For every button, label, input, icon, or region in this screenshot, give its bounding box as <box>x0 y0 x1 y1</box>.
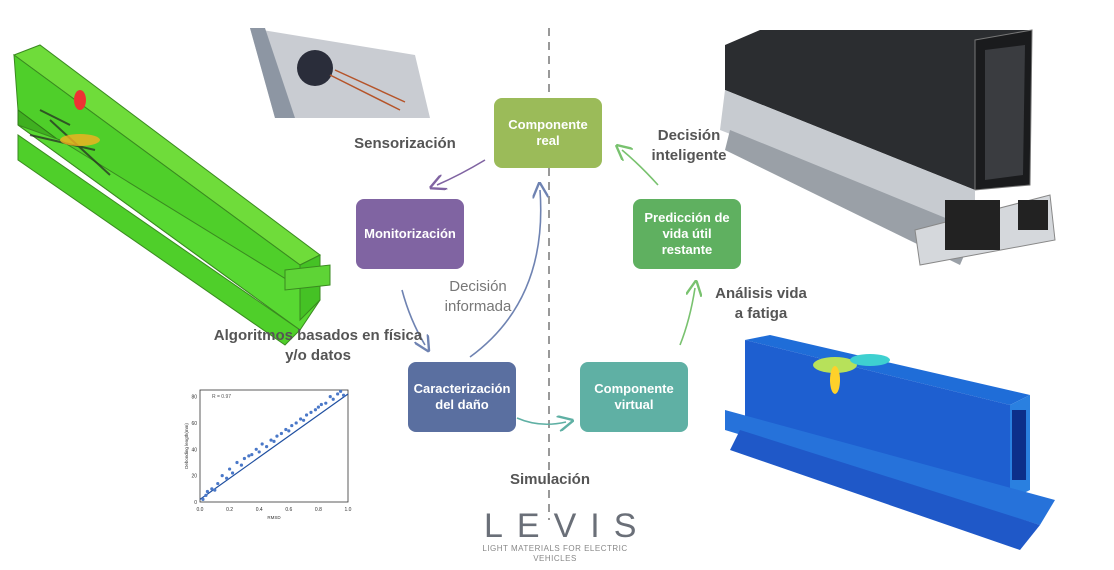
scatter-point <box>287 429 291 433</box>
r-annotation: R = 0.97 <box>212 394 231 400</box>
scatter-point <box>230 471 235 475</box>
scatter-point <box>275 434 279 438</box>
scatter-point <box>225 476 229 480</box>
scatter-point <box>279 431 283 436</box>
arrow-monitorizacion-to-caracterizacion <box>401 289 425 345</box>
x-tick-label: 0.6 <box>285 507 292 513</box>
scatter-point <box>213 488 217 492</box>
scatter-point <box>294 421 298 425</box>
fea-blue-beam <box>725 335 1055 550</box>
scatter-point <box>313 408 318 412</box>
scatter-point <box>242 456 246 461</box>
scatter-point <box>250 452 254 457</box>
arrow-virtual-to-prediccion <box>679 288 695 346</box>
x-tick-label: 0.0 <box>197 507 204 513</box>
levis-logo-tagline: LIGHT MATERIALS FOR ELECTRIC VEHICLES <box>482 544 628 563</box>
monitorizacion-box: Monitorización <box>356 199 464 269</box>
scatter-point <box>220 474 224 478</box>
scatter-point <box>341 393 346 397</box>
scatter-point <box>299 417 303 421</box>
x-tick-label: 0.4 <box>256 507 263 513</box>
scatter-point <box>216 481 220 486</box>
levis-logo-name: LEVIS <box>484 507 651 545</box>
prediccion-box: Predicción de vida útil restante <box>633 199 741 269</box>
scatter-point <box>247 454 251 458</box>
scatter-point <box>254 447 258 451</box>
scatter-point <box>205 489 209 494</box>
y-tick-label: 0 <box>194 500 197 506</box>
decision-informada-label: Decisión informada <box>444 278 512 315</box>
componente-virtual-box: Componente virtual <box>580 362 688 432</box>
scatter-point <box>201 497 205 501</box>
fit-line <box>199 393 349 500</box>
scatter-point <box>210 487 214 491</box>
y-axis-label: Debonding length(mm) <box>184 423 189 469</box>
scatter-point <box>239 463 244 467</box>
analisis-label: Análisis vida a fatiga <box>715 285 807 322</box>
simulacion-label: Simulación <box>509 471 591 488</box>
arrow-caracterizacion-to-real <box>469 190 541 358</box>
scatter-point <box>328 394 332 399</box>
scatter-point <box>304 413 309 417</box>
y-tick-label: 60 <box>191 421 197 427</box>
scatter-point <box>204 493 208 498</box>
x-tick-label: 0.8 <box>315 507 322 513</box>
scatter-point <box>319 402 323 407</box>
caracterizacion-box: Caracterización del daño <box>408 362 516 432</box>
scatter-point <box>309 410 313 414</box>
decision-inteligente-label: Decisión inteligente <box>651 127 727 164</box>
scatter-point <box>228 467 232 471</box>
scatter-point <box>235 460 239 465</box>
arrow-caracterizacion-to-virtual <box>516 418 566 424</box>
scatter-point <box>331 397 335 401</box>
scatter-point <box>336 392 340 396</box>
scatter-point <box>290 423 294 428</box>
sensorizacion-label: Sensorización <box>354 135 456 152</box>
arrow-prediccion-to-real <box>622 150 659 186</box>
scatter-point <box>269 438 273 442</box>
scatter-point <box>316 405 320 409</box>
scatter-point <box>265 445 269 449</box>
scatter-point <box>302 418 306 422</box>
y-tick-label: 80 <box>191 395 197 401</box>
arrow-real-to-monitorizacion <box>437 159 486 185</box>
x-tick-label: 1.0 <box>345 507 352 513</box>
scatter-point <box>260 442 264 446</box>
x-tick-label: 0.2 <box>226 507 233 513</box>
scatter-point <box>257 450 261 454</box>
y-tick-label: 20 <box>191 474 197 480</box>
algoritmos-label: Algoritmos basados en física y/o datos <box>213 327 423 364</box>
levis-logo: LEVIS LIGHT MATERIALS FOR ELECTRIC VEHIC… <box>470 508 640 564</box>
sensor-photo <box>250 28 430 118</box>
y-tick-label: 40 <box>191 447 197 453</box>
chart-frame <box>199 389 349 503</box>
aluminum-profile-photo <box>720 29 1056 266</box>
componente-real-box: Componente real <box>494 98 602 168</box>
x-axis-label: RMSD <box>267 515 281 520</box>
scatter-point <box>284 427 288 432</box>
scatter-point <box>272 439 276 443</box>
scatter-point <box>324 401 328 405</box>
fea-beam-image <box>12 44 331 346</box>
scatter-point <box>339 389 343 393</box>
